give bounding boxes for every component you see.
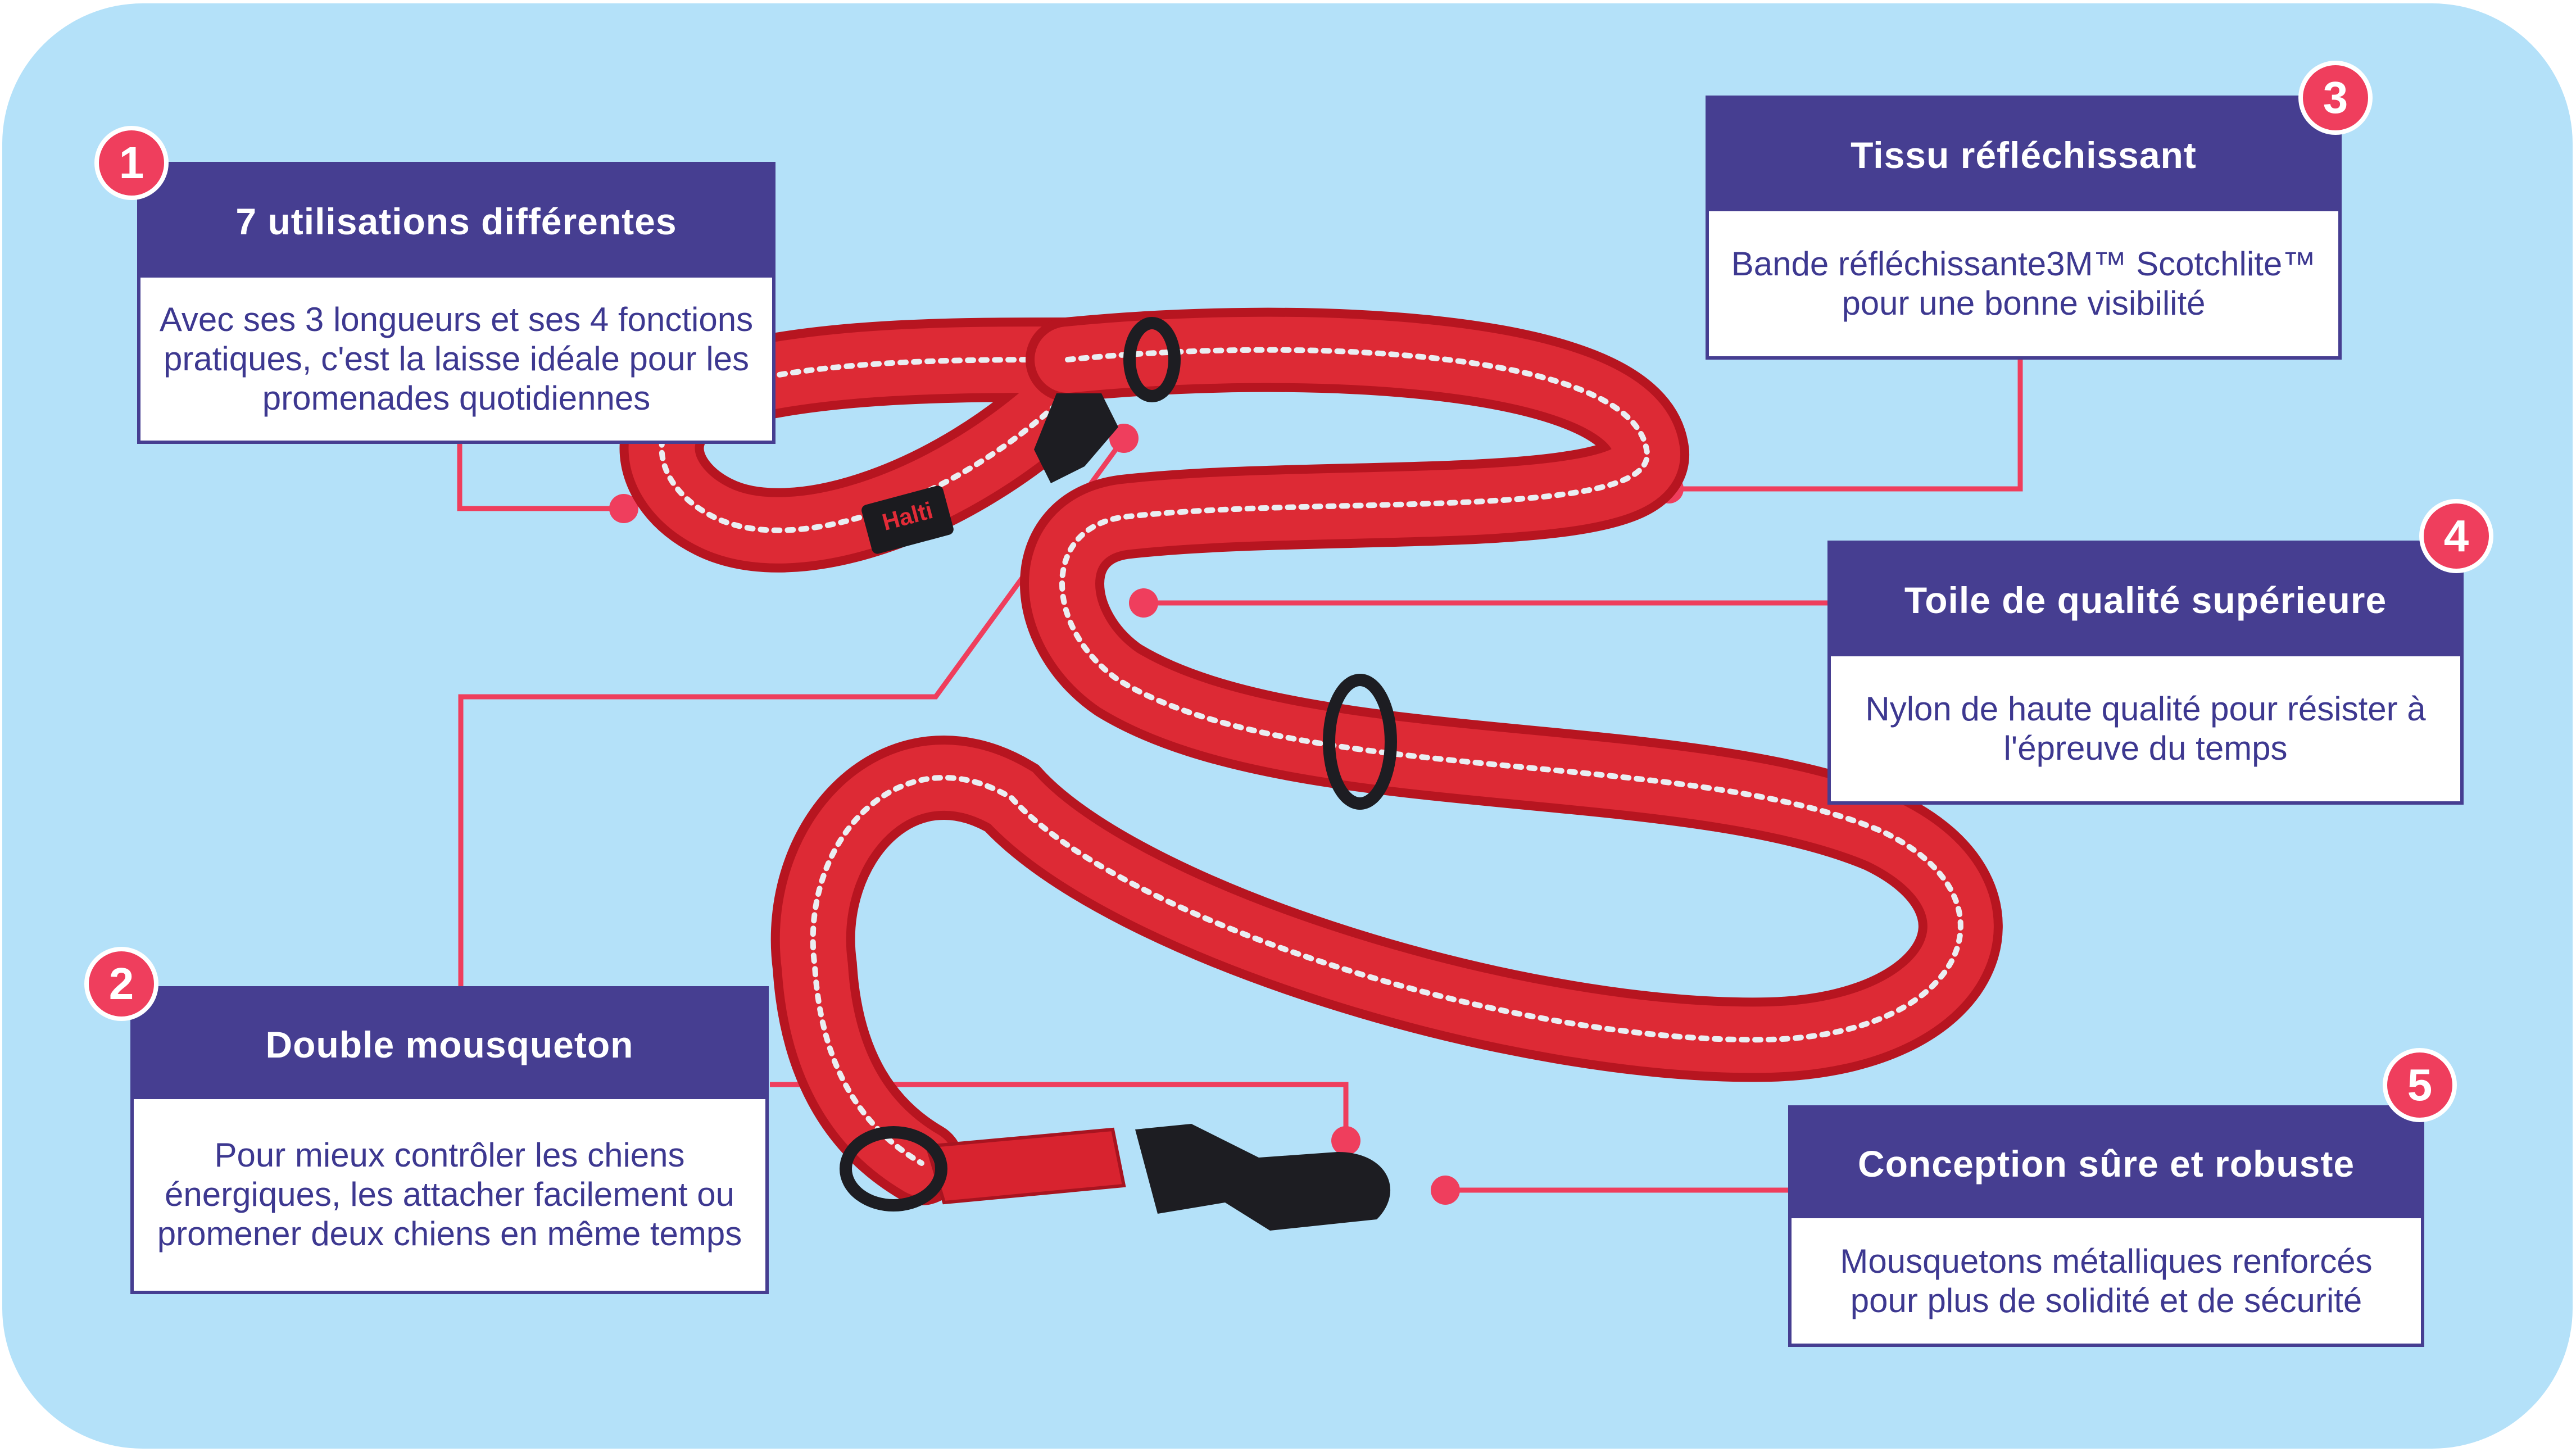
- feature-title-3: Tissu réfléchissant: [1709, 99, 2338, 211]
- d-ring-top: [1123, 317, 1181, 402]
- feature-title-5: Conception sûre et robuste: [1792, 1109, 2421, 1218]
- feature-title-1: 7 utilisations différentes: [140, 165, 772, 278]
- connector-1: [457, 444, 624, 511]
- feature-badge-5: 5: [2383, 1048, 2457, 1122]
- feature-badge-2: 2: [84, 947, 158, 1021]
- snap-hook-top: [1034, 393, 1118, 483]
- connector-3: [1669, 360, 2023, 492]
- d-ring-bottom: [840, 1126, 947, 1211]
- leash-strap: [619, 307, 2003, 1205]
- feature-description-1: Avec ses 3 longueurs et ses 4 fonctions …: [159, 301, 754, 417]
- feature-badge-3: 3: [2298, 61, 2373, 135]
- snap-hook-bottom: [1135, 1124, 1391, 1231]
- d-rings: [840, 317, 1397, 1211]
- feature-description-2: Pour mieux contrôler les chiens énergiqu…: [157, 1136, 742, 1253]
- feature-description-4: Nylon de haute qualité pour résister à l…: [1865, 690, 2426, 767]
- connector-2b: [770, 1082, 1349, 1141]
- feature-title-4: Toile de qualité supérieure: [1831, 544, 2460, 656]
- feature-card-2: Double mousqueton Pour mieux contrôler l…: [130, 986, 769, 1294]
- feature-card-5: Conception sûre et robuste Mousquetons m…: [1788, 1105, 2424, 1347]
- snap-hooks: [1034, 393, 1391, 1231]
- feature-card-3: Tissu réfléchissant Bande réfléchissante…: [1706, 96, 2342, 360]
- feature-badge-4: 4: [2419, 499, 2493, 573]
- feature-description-5: Mousquetons métalliques renforcés pour p…: [1840, 1242, 2373, 1319]
- feature-badge-1: 1: [94, 126, 169, 200]
- feature-card-4: Toile de qualité supérieure Nylon de hau…: [1827, 541, 2464, 805]
- feature-card-1: 7 utilisations différentes Avec ses 3 lo…: [137, 162, 775, 444]
- brand-tag-bg: [861, 485, 954, 554]
- feature-description-3: Bande réfléchissante3M™ Scotchlite™ pour…: [1731, 245, 2316, 322]
- feature-title-2: Double mousqueton: [134, 990, 765, 1099]
- d-ring-middle: [1323, 674, 1397, 810]
